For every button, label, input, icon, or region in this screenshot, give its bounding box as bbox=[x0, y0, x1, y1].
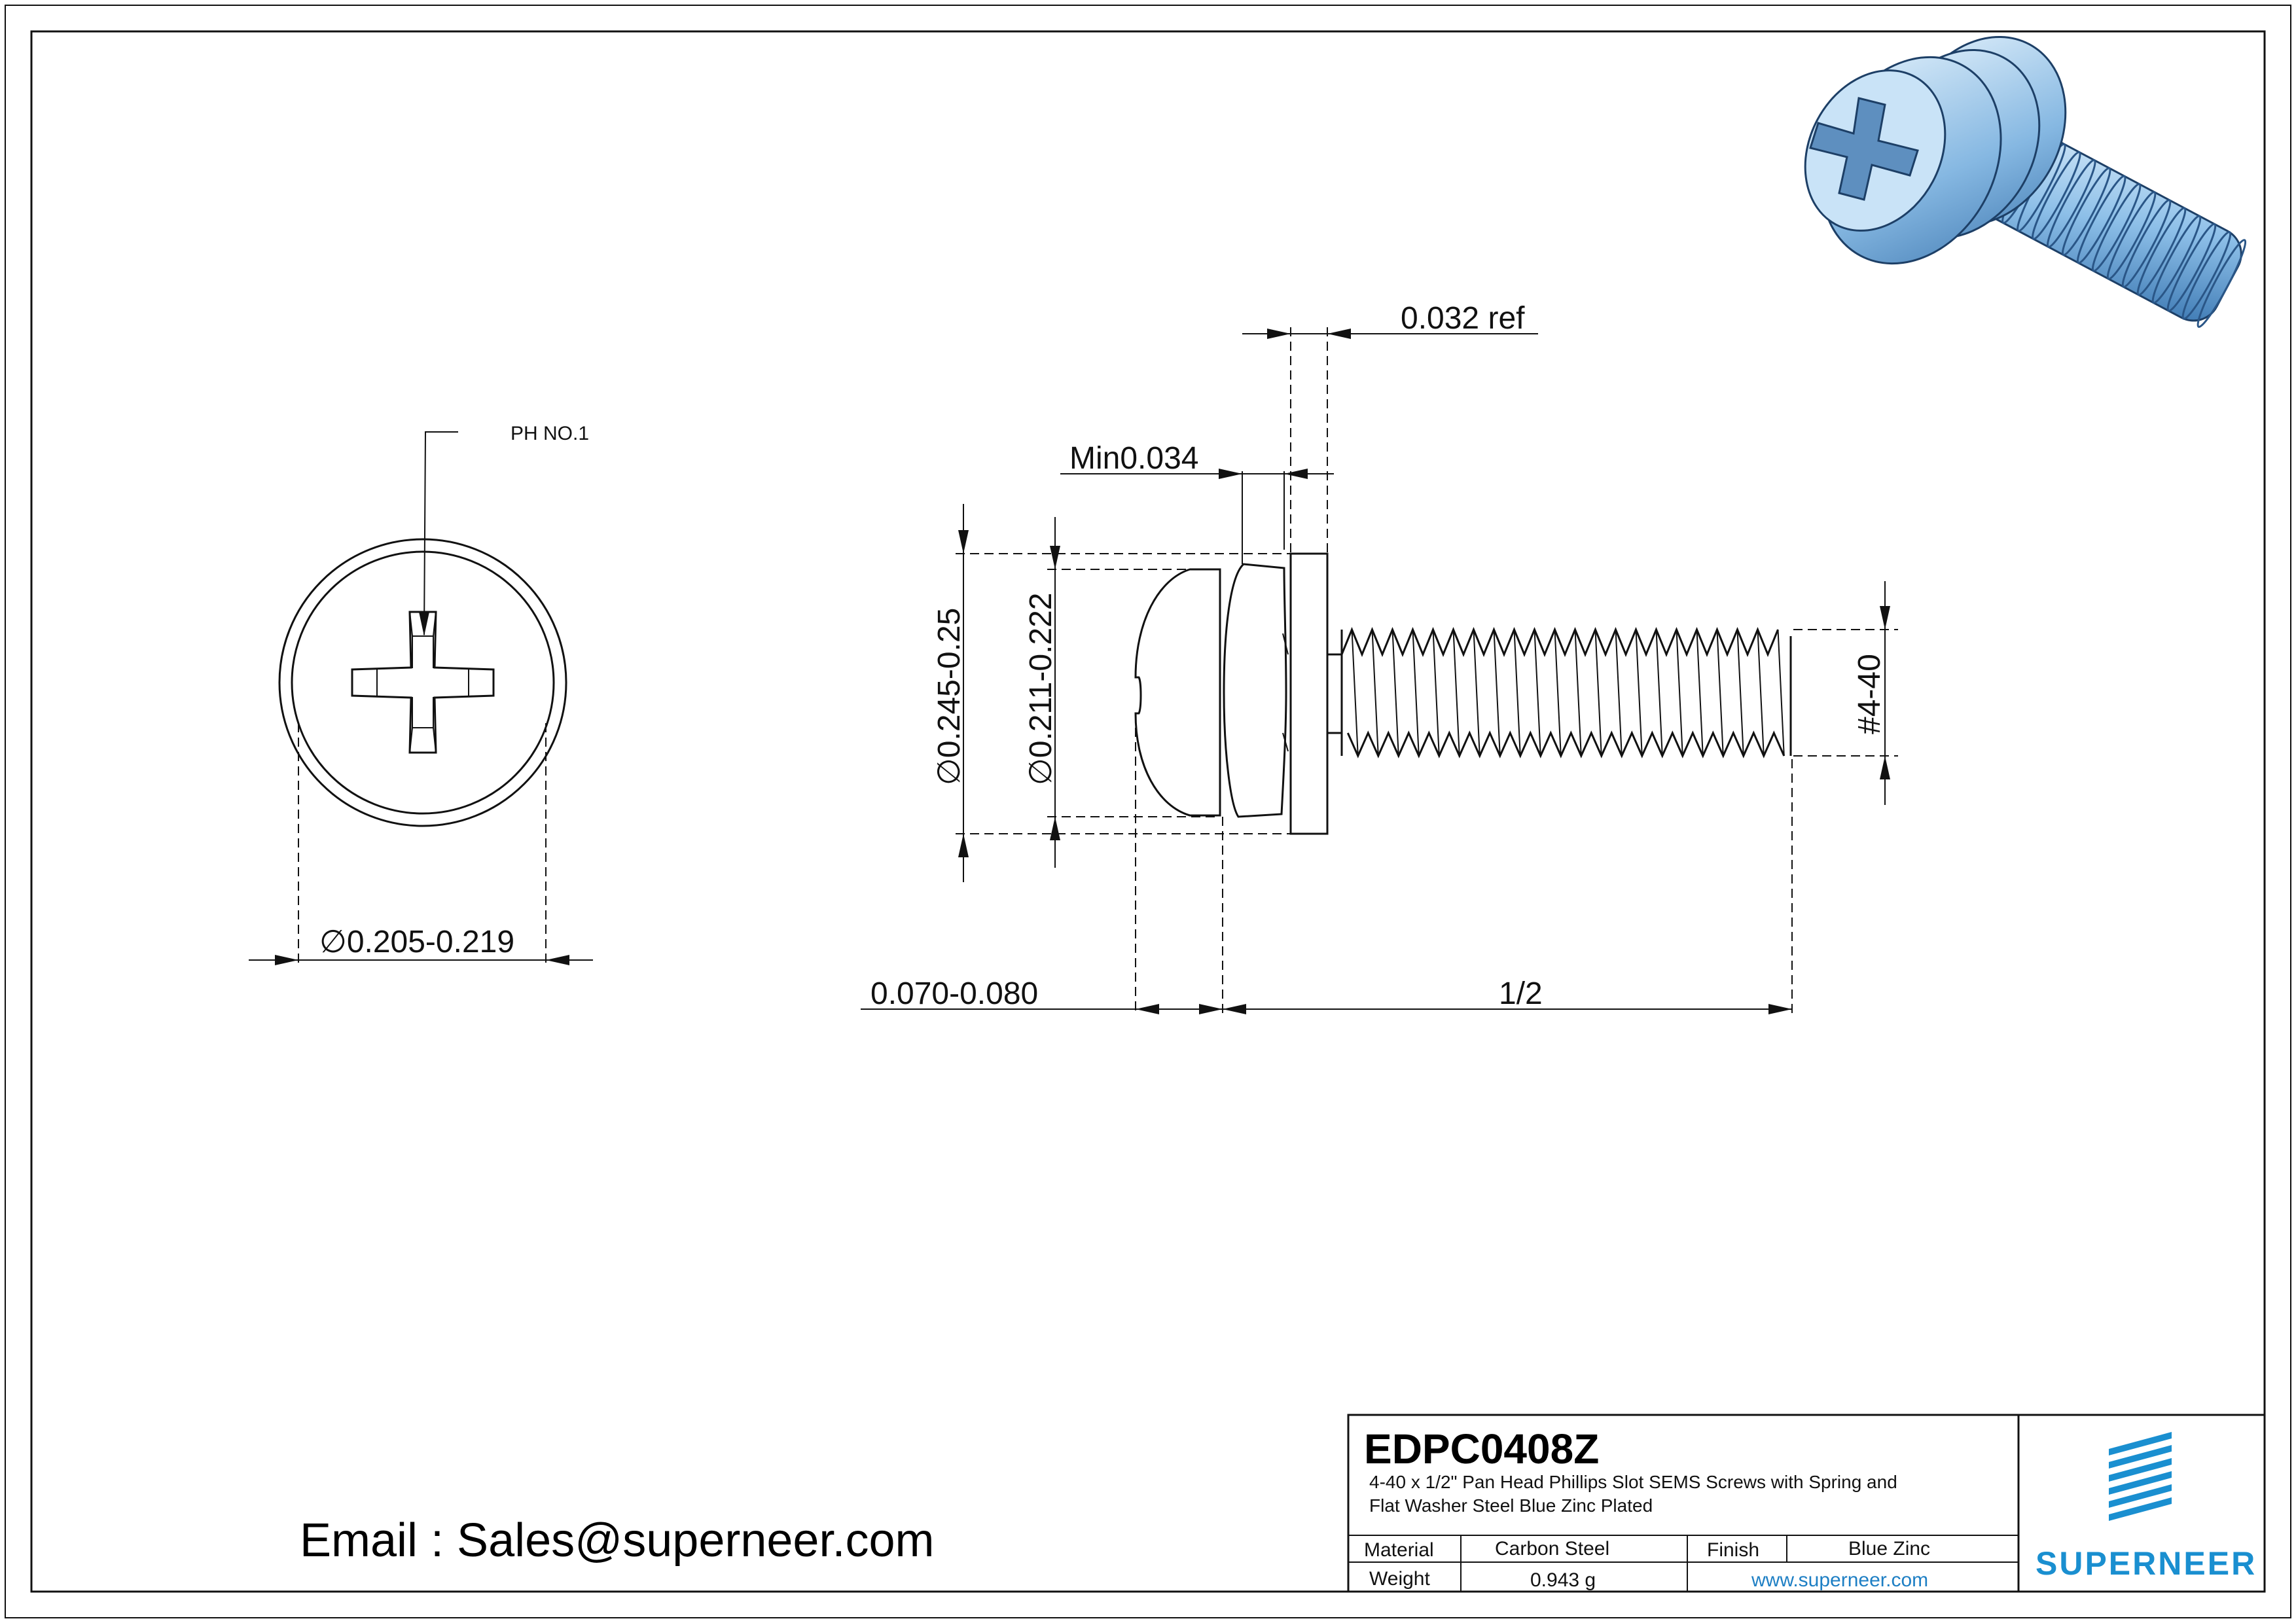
head-outline bbox=[291, 550, 555, 815]
part-number: EDPC0408Z bbox=[1364, 1425, 1599, 1472]
material-value: Carbon Steel bbox=[1495, 1538, 1609, 1560]
render-thread-ring bbox=[2091, 183, 2142, 272]
thread-line bbox=[1574, 629, 1582, 757]
thread-line bbox=[1676, 629, 1683, 757]
head-height-dim: 0.070-0.080 bbox=[870, 976, 1038, 1011]
thread-line bbox=[1412, 629, 1420, 757]
thread-line bbox=[1615, 629, 1623, 757]
thread-crest-top bbox=[1340, 627, 1779, 657]
website-link[interactable]: www.superneer.com bbox=[1751, 1569, 1928, 1591]
description-line-1: 4-40 x 1/2" Pan Head Phillips Slot SEMS … bbox=[1369, 1472, 1897, 1492]
callout-leader bbox=[423, 431, 458, 635]
outer-border bbox=[5, 5, 2291, 1618]
thread-line bbox=[1777, 629, 1785, 757]
superneer-logo-icon bbox=[2109, 1432, 2172, 1521]
title-block: EDPC0408Z 4-40 x 1/2" Pan Head Phillips … bbox=[1347, 1414, 2266, 1593]
render-thread-ring bbox=[2197, 239, 2247, 328]
thread-line bbox=[1736, 629, 1744, 757]
weight-label: Weight bbox=[1369, 1568, 1430, 1590]
render-thread-ring bbox=[2076, 175, 2126, 264]
head-diameter-dim: ∅0.205-0.219 bbox=[319, 925, 514, 959]
pan-head bbox=[1134, 568, 1221, 817]
thread-line bbox=[1716, 629, 1724, 757]
thread-line bbox=[1655, 629, 1663, 757]
thread-line bbox=[1554, 629, 1562, 757]
render-thread-ring bbox=[2046, 159, 2096, 248]
render-thread-ring bbox=[2032, 151, 2081, 240]
thread-section bbox=[1340, 627, 1792, 758]
thread-line bbox=[1594, 629, 1602, 757]
render-thread-ring bbox=[2166, 223, 2217, 312]
thread-line bbox=[1473, 629, 1480, 757]
finish-value: Blue Zinc bbox=[1848, 1538, 1930, 1560]
thread-crest-bottom bbox=[1346, 730, 1785, 758]
phillips-recess-icon bbox=[351, 611, 495, 754]
thread-line bbox=[1391, 629, 1399, 757]
thread-line bbox=[1534, 629, 1541, 757]
front-view: PH NO.1 ∅0.205-0.219 bbox=[249, 423, 593, 965]
thread-line bbox=[1371, 629, 1379, 757]
render-phillips-icon bbox=[1809, 97, 1919, 201]
spring-washer-diameter-dim: ∅0.211-0.222 bbox=[1024, 593, 1058, 785]
thread-line bbox=[1513, 629, 1521, 757]
thread-line bbox=[1432, 629, 1440, 757]
thread-line bbox=[1452, 629, 1460, 757]
spring-washer bbox=[1223, 563, 1287, 818]
flat-washer-diameter-dim: ∅0.245-0.25 bbox=[932, 608, 967, 785]
spring-washer-min-dim: Min0.034 bbox=[1069, 441, 1198, 476]
thread-line bbox=[1635, 629, 1643, 757]
render-thread-ring bbox=[2151, 215, 2202, 304]
brand-name: SUPERNEER bbox=[2036, 1545, 2257, 1582]
phillips-recess-inner bbox=[376, 635, 469, 728]
inner-border bbox=[30, 30, 2266, 1593]
render-thread-ring bbox=[2106, 190, 2157, 280]
description-line-2: Flat Washer Steel Blue Zinc Plated bbox=[1369, 1495, 1653, 1516]
thread-line bbox=[1351, 629, 1359, 757]
washer-outline bbox=[278, 538, 567, 827]
thread-line bbox=[1696, 629, 1704, 757]
render-thread-ring bbox=[2061, 167, 2111, 257]
length-dim: 1/2 bbox=[1499, 976, 1543, 1011]
render-thread-ring bbox=[2181, 231, 2232, 320]
thread-line bbox=[1757, 629, 1765, 757]
contact-email: Email : Sales@superneer.com bbox=[300, 1514, 935, 1567]
side-view: 0.032 ref Min0.034 ∅0.245-0.25 ∅0.211-0.… bbox=[861, 301, 1898, 1014]
washer-thickness-dim: 0.032 ref bbox=[1401, 301, 1525, 336]
callout-ph-text: PH NO.1 bbox=[511, 423, 589, 444]
finish-label: Finish bbox=[1707, 1539, 1759, 1561]
render-thread-ring bbox=[2121, 199, 2172, 288]
thread-line bbox=[1493, 629, 1501, 757]
screw-3d-render bbox=[1804, 35, 2247, 328]
weight-value: 0.943 g bbox=[1530, 1569, 1596, 1591]
flat-washer bbox=[1289, 552, 1329, 835]
render-thread-ring bbox=[2136, 207, 2187, 296]
material-label: Material bbox=[1364, 1539, 1434, 1561]
thread-size-dim: #4-40 bbox=[1852, 654, 1887, 734]
